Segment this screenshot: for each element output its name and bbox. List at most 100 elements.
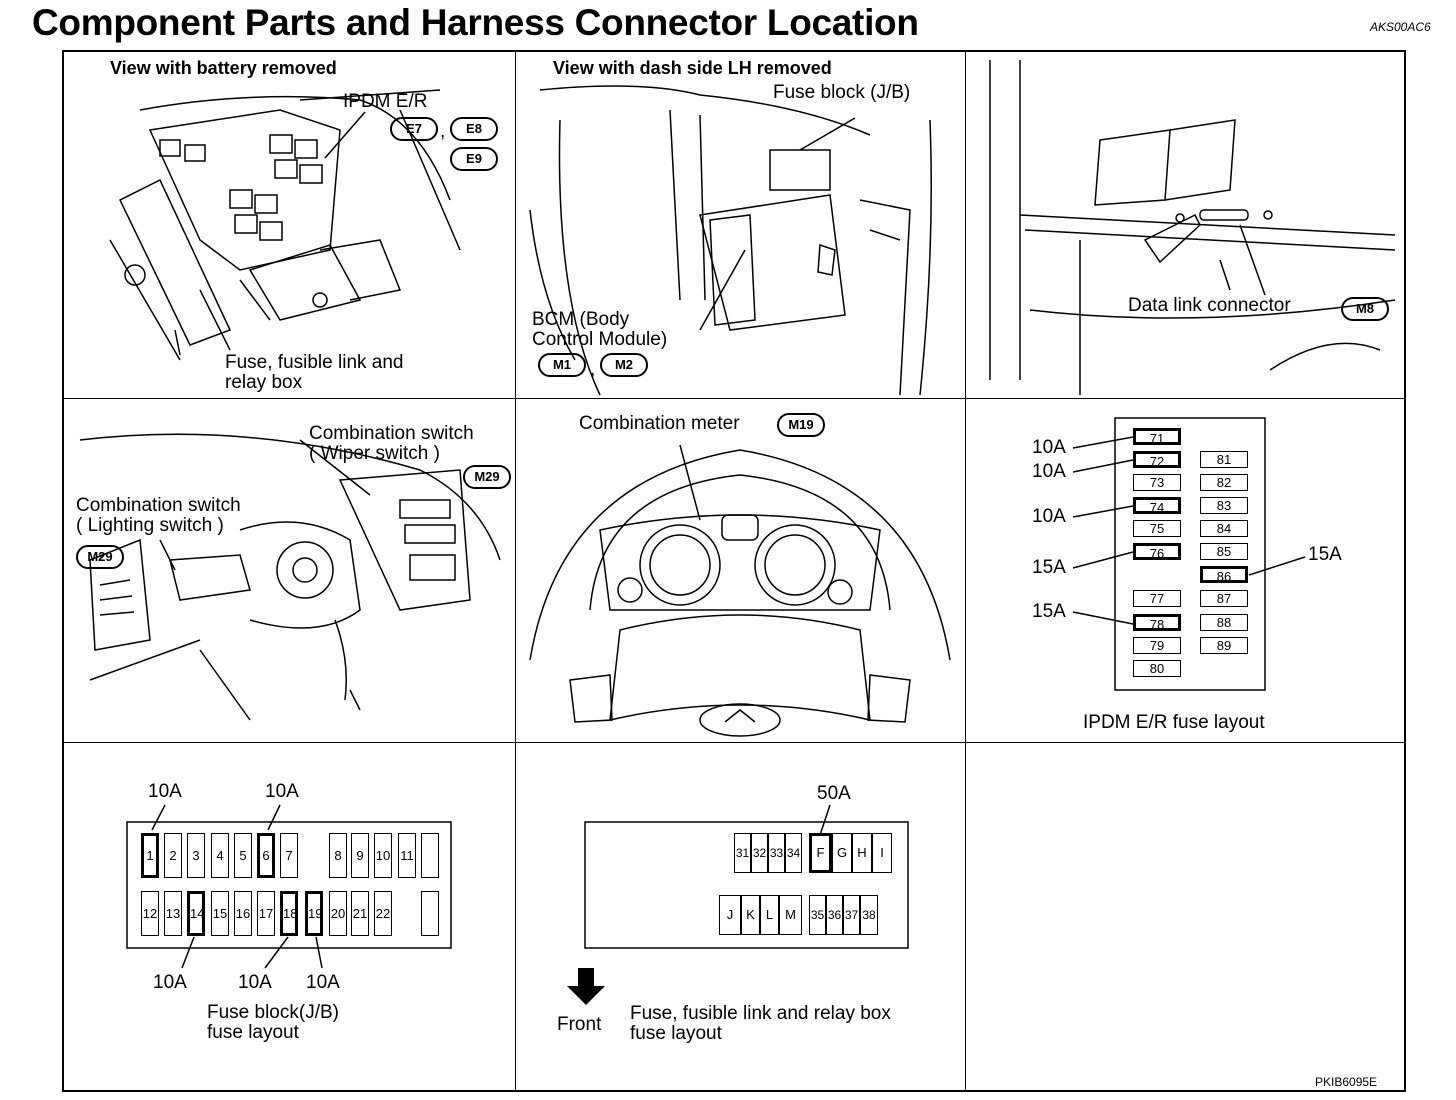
ipdm-fuse: 78 <box>1133 614 1181 632</box>
wiper-switch-label-line2: ( Wiper switch ) <box>309 443 440 464</box>
front-label: Front <box>557 1014 602 1035</box>
fuse-box-label-line1: Fuse, fusible link and <box>225 352 404 373</box>
fuse-rating: 10A <box>1032 506 1066 527</box>
connector-e7: E7 <box>390 117 438 141</box>
ipdm-fuse: 80 <box>1133 660 1181 677</box>
jb-fuse: 9 <box>351 833 369 878</box>
connector-e8: E8 <box>450 117 498 141</box>
ipdm-layout-caption: IPDM E/R fuse layout <box>1083 712 1265 733</box>
ipdm-fuse: 85 <box>1200 543 1248 560</box>
relay-box-fuse: L <box>760 895 779 935</box>
jb-fuse: 22 <box>374 891 392 936</box>
fuse-rating: 15A <box>1308 544 1342 565</box>
relay-box-fuse: H <box>852 833 872 873</box>
relay-box-fuse: G <box>832 833 852 873</box>
ipdm-label: IPDM E/R <box>343 91 428 112</box>
relay-box-fuse: 38 <box>860 895 878 935</box>
relay-box-fuse: M <box>779 895 802 935</box>
relay-box-fuse: 33 <box>768 833 785 873</box>
jb-fuse: 20 <box>329 891 347 936</box>
divider <box>63 742 1405 743</box>
engine-bay-illustration <box>109 89 461 361</box>
connector-m2: M2 <box>600 353 648 377</box>
rating-leader-line <box>819 804 831 836</box>
connector-m29-wiper: M29 <box>463 465 511 489</box>
ipdm-fuse: 82 <box>1200 474 1248 491</box>
fuse-rating: 15A <box>1032 601 1066 622</box>
bcm-label-line2: Control Module) <box>532 329 668 350</box>
ipdm-fuse: 77 <box>1133 590 1181 607</box>
relay-box-layout-caption-line1: Fuse, fusible link and relay box <box>630 1003 891 1024</box>
fuse-rating: 10A <box>306 972 340 993</box>
view-battery-heading: View with battery removed <box>110 58 337 78</box>
ipdm-fuse: 73 <box>1133 474 1181 491</box>
front-arrow-icon <box>567 968 605 1005</box>
connector-m8: M8 <box>1341 297 1389 321</box>
jb-fuse <box>421 891 439 936</box>
ipdm-fuse: 89 <box>1200 637 1248 654</box>
reference-code: AKS00AC6 <box>1370 20 1431 34</box>
ipdm-leader-lines <box>1072 436 1306 625</box>
jb-fuse: 1 <box>141 833 159 878</box>
dlc-illustration <box>989 60 1396 395</box>
jb-fuse: 5 <box>234 833 252 878</box>
relay-box-fuse: J <box>719 895 741 935</box>
diagram-frame <box>62 50 1406 1092</box>
lighting-switch-label-line1: Combination switch <box>76 495 241 516</box>
jb-fuse: 19 <box>305 891 323 936</box>
ipdm-fuse: 72 <box>1133 451 1181 469</box>
ipdm-fuse: 75 <box>1133 520 1181 537</box>
jb-fuse: 12 <box>141 891 159 936</box>
divider <box>965 51 966 1091</box>
fuse-block-label: Fuse block (J/B) <box>773 82 911 103</box>
connector-m29-lighting: M29 <box>76 545 124 569</box>
jb-fuse: 18 <box>280 891 298 936</box>
jb-fuse: 2 <box>164 833 182 878</box>
relay-box-fuse: K <box>741 895 760 935</box>
fuse-rating: 10A <box>238 972 272 993</box>
jb-fuse <box>421 833 439 878</box>
ipdm-fuse: 71 <box>1133 428 1181 446</box>
relay-box-fuse: I <box>872 833 892 873</box>
connector-m1: M1 <box>538 353 586 377</box>
jb-fuse: 11 <box>398 833 416 878</box>
jb-fuse: 4 <box>211 833 229 878</box>
dlc-label: Data link connector <box>1128 295 1291 316</box>
jb-fuse: 6 <box>257 833 275 878</box>
divider <box>515 51 516 1091</box>
comma: , <box>590 359 596 380</box>
jb-leader-lines <box>151 804 323 969</box>
connector-e9: E9 <box>450 147 498 171</box>
ipdm-fuse: 87 <box>1200 590 1248 607</box>
wiper-switch-label-line1: Combination switch <box>309 423 474 444</box>
jb-fuse: 7 <box>280 833 298 878</box>
fuse-box-label-line2: relay box <box>225 372 303 393</box>
jb-fuse: 10 <box>374 833 392 878</box>
bcm-illustration <box>529 85 932 396</box>
figure-id: PKIB6095E <box>1315 1075 1378 1089</box>
relay-box-fuse: 36 <box>826 895 843 935</box>
relay-box-layout-caption-line2: fuse layout <box>630 1023 722 1044</box>
fuse-rating: 50A <box>817 783 851 804</box>
jb-layout-caption-line1: Fuse block(J/B) <box>207 1002 339 1023</box>
jb-fuse: 21 <box>351 891 369 936</box>
jb-fuse: 15 <box>211 891 229 936</box>
fuse-rating: 10A <box>265 781 299 802</box>
combination-meter-label: Combination meter <box>579 413 740 434</box>
ipdm-fuse: 86 <box>1200 566 1248 584</box>
jb-fuse: 3 <box>187 833 205 878</box>
fuse-rating: 15A <box>1032 557 1066 578</box>
fuse-rating: 10A <box>1032 461 1066 482</box>
steering-column-illustration <box>79 433 501 721</box>
ipdm-fuse: 79 <box>1133 637 1181 654</box>
view-dash-heading: View with dash side LH removed <box>553 58 832 78</box>
ipdm-fuse: 83 <box>1200 497 1248 514</box>
ipdm-fuse: 88 <box>1200 614 1248 631</box>
ipdm-fuse: 76 <box>1133 543 1181 561</box>
lighting-switch-label-line2: ( Lighting switch ) <box>76 515 224 536</box>
ipdm-fuse: 84 <box>1200 520 1248 537</box>
ipdm-fuse: 74 <box>1133 497 1181 515</box>
ipdm-fuse: 81 <box>1200 451 1248 468</box>
relay-box-outline <box>584 821 909 949</box>
jb-fuse: 17 <box>257 891 275 936</box>
